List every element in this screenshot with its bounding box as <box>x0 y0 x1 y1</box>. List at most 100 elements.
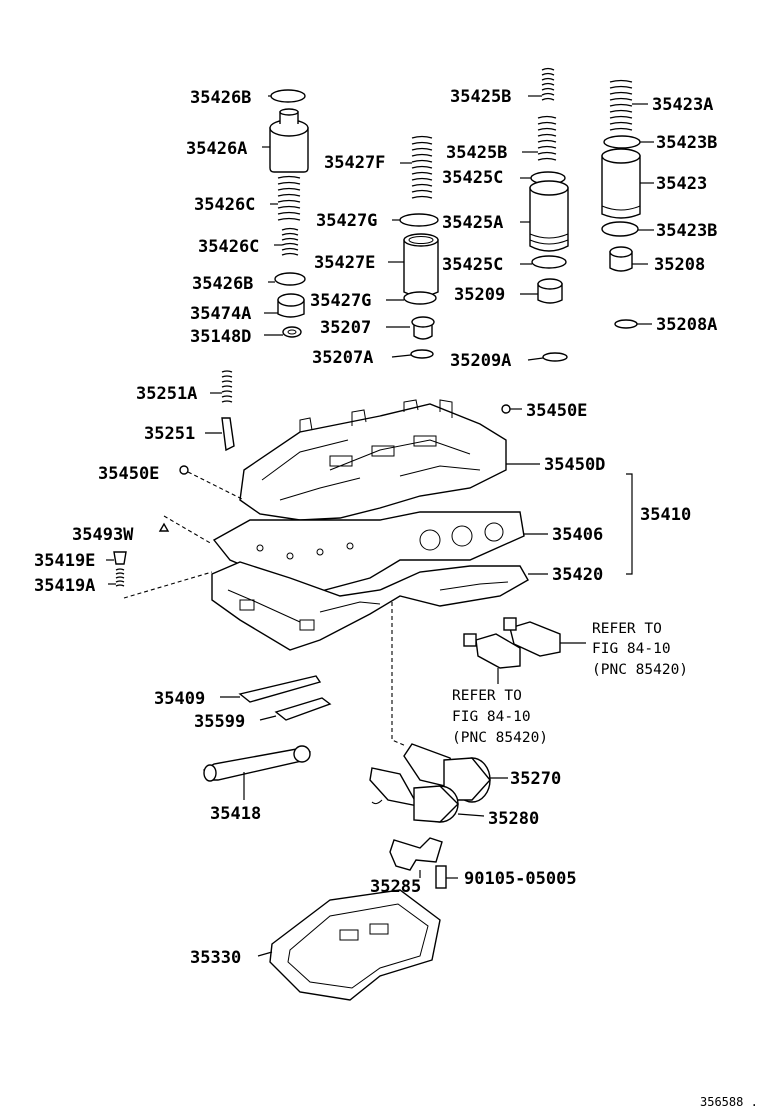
label-35207: 35207 <box>320 318 371 338</box>
spring-35425B-top <box>528 67 555 101</box>
label-35426C-upper: 35426C <box>194 195 255 215</box>
label-35423B-top: 35423B <box>656 133 717 153</box>
label-35280: 35280 <box>488 809 539 829</box>
manual-valve-35418 <box>203 745 311 800</box>
label-35418: 35418 <box>210 804 261 824</box>
label-35426B-top: 35426B <box>190 88 251 108</box>
pin-35493W <box>158 522 170 532</box>
label-35425A: 35425A <box>442 213 503 233</box>
refer-right-line2: FIG 84-10 <box>592 641 671 657</box>
ring-35427G-bottom <box>386 291 437 305</box>
label-35409: 35409 <box>154 689 205 709</box>
label-35426A: 35426A <box>186 139 247 159</box>
label-35209A: 35209A <box>450 351 511 371</box>
spring-35426C-lower <box>274 227 299 256</box>
label-35450E-left: 35450E <box>98 464 159 484</box>
assembly-dashed-leaders <box>123 471 407 747</box>
ring-35423B-bottom <box>601 221 654 237</box>
label-35599: 35599 <box>194 712 245 732</box>
label-35208: 35208 <box>654 255 705 275</box>
solenoid-35280 <box>369 767 485 823</box>
refer-left-line1: REFER TO <box>452 688 522 704</box>
label-35425C-top: 35425C <box>442 168 503 188</box>
plate-35599 <box>259 697 332 721</box>
ring-35426B-bottom <box>268 272 306 286</box>
plug-35207 <box>386 316 435 340</box>
detent-spring-35409 <box>220 675 322 703</box>
label-35423A: 35423A <box>652 95 713 115</box>
part-labels: 35426B 35426A 35426C 35426C 35426B 35474… <box>34 87 717 968</box>
solenoid-35270 <box>403 743 508 803</box>
label-35427F: 35427F <box>324 153 385 173</box>
bracket-35410 <box>626 473 633 575</box>
spring-35251A <box>210 370 233 403</box>
refer-right-line1: REFER TO <box>592 621 662 637</box>
label-35493W: 35493W <box>72 525 134 545</box>
label-35419E: 35419E <box>34 551 95 571</box>
sleeve-35425A <box>520 180 569 252</box>
catalog-number: 356588 . <box>700 1095 758 1109</box>
spring-35426C-upper <box>270 175 301 221</box>
ring-35148D <box>264 326 302 338</box>
sleeve-35423 <box>601 148 654 219</box>
ring-35425C-bottom <box>520 255 567 269</box>
label-35419A: 35419A <box>34 576 95 596</box>
ring-35426B-top <box>268 89 306 103</box>
spring-35427F <box>400 135 433 199</box>
label-35251A: 35251A <box>136 384 197 404</box>
plug-35474A <box>264 293 305 318</box>
label-35208A: 35208A <box>656 315 717 335</box>
label-35251: 35251 <box>144 424 195 444</box>
upper-valve-body-35450D <box>239 399 540 521</box>
label-35420: 35420 <box>552 565 603 585</box>
label-35406: 35406 <box>552 525 603 545</box>
label-35423: 35423 <box>656 174 707 194</box>
label-35423B-bottom: 35423B <box>656 221 717 241</box>
refer-left-line3: (PNC 85420) <box>452 730 548 746</box>
label-35425C-bottom: 35425C <box>442 255 503 275</box>
label-90105-05005: 90105-05005 <box>464 869 577 889</box>
label-35450E-right: 35450E <box>526 401 587 421</box>
refer-right-line3: (PNC 85420) <box>592 662 688 678</box>
plug-35208 <box>609 246 648 272</box>
spring-35425B-mid <box>522 115 557 161</box>
label-35427G-top: 35427G <box>316 211 377 231</box>
sleeve-35427E <box>388 233 439 297</box>
ring-35209A <box>527 352 568 362</box>
label-35148D: 35148D <box>190 327 251 347</box>
label-35427G-bottom: 35427G <box>310 291 371 311</box>
ring-35208A <box>614 319 652 329</box>
label-35425B-mid: 35425B <box>446 143 507 163</box>
label-35410: 35410 <box>640 505 691 525</box>
bolt-90105-05005 <box>435 865 458 889</box>
lower-valve-body-35420 <box>211 561 548 651</box>
label-35450D: 35450D <box>544 455 605 475</box>
plug-35209 <box>520 278 563 304</box>
ball-35450E-right <box>501 404 522 414</box>
spring-35419A <box>108 568 125 587</box>
label-35285: 35285 <box>370 877 421 897</box>
refer-left-line2: FIG 84-10 <box>452 709 531 725</box>
ball-35450E-left <box>179 465 189 475</box>
sleeve-35426A <box>262 108 309 173</box>
plug-35419E <box>106 551 127 565</box>
label-35425B-top: 35425B <box>450 87 511 107</box>
solenoid-connector-left <box>463 633 521 684</box>
ring-35207A <box>391 349 434 359</box>
label-35474A: 35474A <box>190 304 251 324</box>
valve-35251 <box>205 417 235 452</box>
ring-35427G-top <box>392 213 439 227</box>
bracket-35285 <box>389 837 443 878</box>
label-35427E: 35427E <box>314 253 375 273</box>
oil-pan-35330 <box>257 889 441 1001</box>
label-35426B-bottom: 35426B <box>192 274 253 294</box>
refer-note-left: REFER TO FIG 84-10 (PNC 85420) <box>452 688 548 746</box>
label-35330: 35330 <box>190 948 241 968</box>
refer-note-right: REFER TO FIG 84-10 (PNC 85420) <box>592 621 688 678</box>
label-35209: 35209 <box>454 285 505 305</box>
label-35270: 35270 <box>510 769 561 789</box>
label-35426C-lower: 35426C <box>198 237 259 257</box>
label-35207A: 35207A <box>312 348 373 368</box>
ring-35423B-top <box>603 135 654 149</box>
